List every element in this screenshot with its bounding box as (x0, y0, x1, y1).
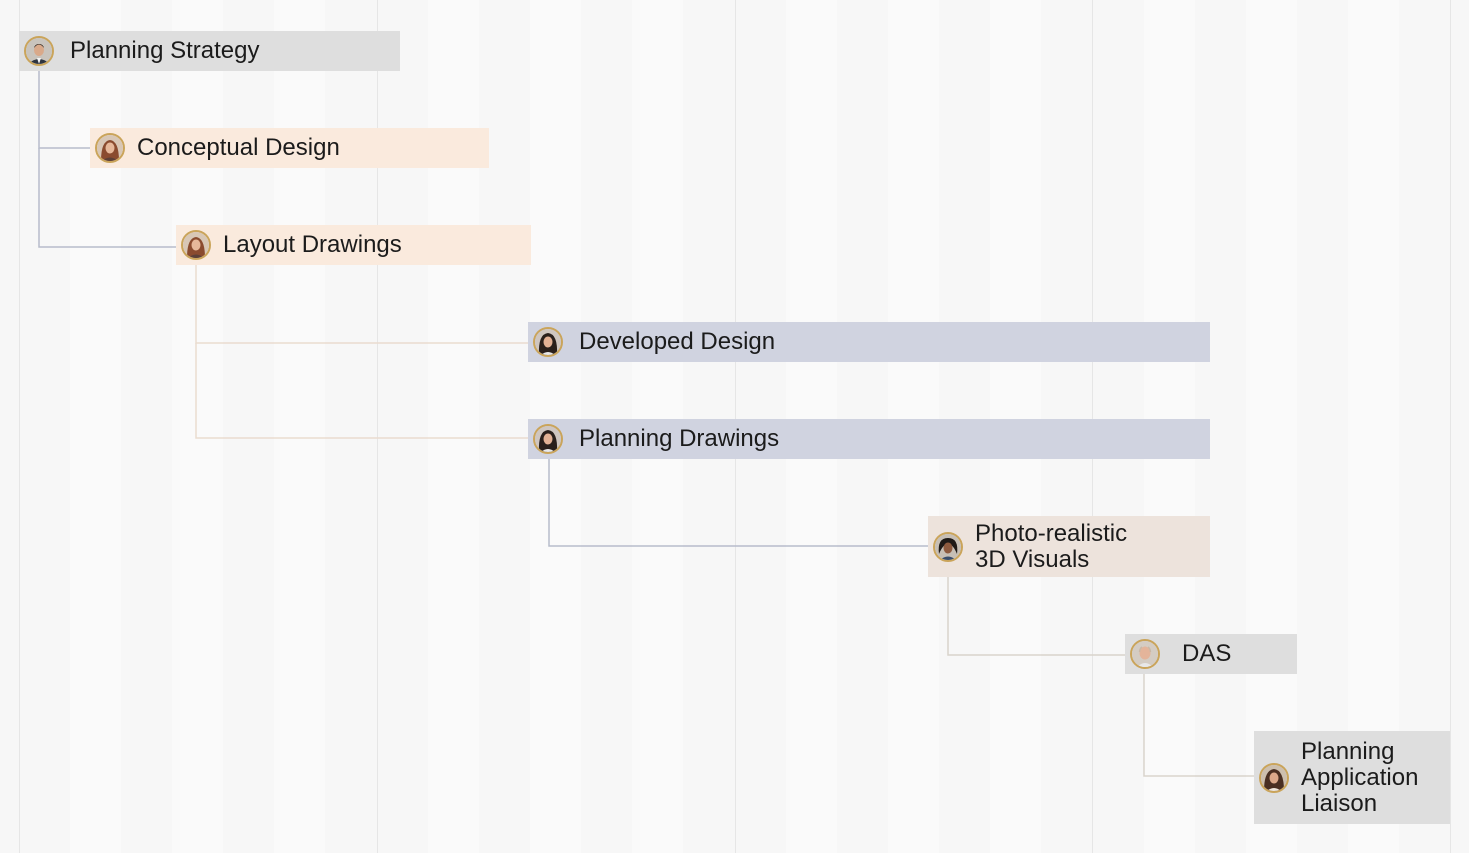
avatar-icon (95, 133, 125, 163)
connector-planning-to-visuals (548, 459, 928, 547)
gridline (1450, 0, 1451, 853)
task-bar-layout-drawings[interactable]: Layout Drawings (176, 225, 531, 265)
task-label: Conceptual Design (137, 134, 340, 161)
task-label: Planning Strategy (70, 37, 260, 64)
task-bar-planning-strategy[interactable]: Planning Strategy (19, 31, 400, 71)
task-label: Planning Application Liaison (1301, 737, 1419, 817)
avatar-icon (933, 531, 963, 562)
gridline (19, 0, 20, 853)
task-bar-das[interactable]: DAS (1125, 634, 1297, 674)
avatar-icon (533, 327, 563, 357)
task-bar-photo-3d-visuals[interactable]: Photo-realistic 3D Visuals (928, 516, 1210, 577)
avatar-icon (24, 36, 54, 66)
avatar-icon (1259, 762, 1289, 793)
column-stripe (1246, 0, 1297, 853)
task-label: Photo-realistic 3D Visuals (975, 519, 1128, 573)
avatar-icon (1130, 639, 1160, 669)
task-bar-developed-design[interactable]: Developed Design (528, 322, 1210, 362)
avatar-icon (181, 230, 211, 260)
task-label: Planning Drawings (579, 425, 780, 452)
avatar-icon (533, 424, 563, 454)
task-label: DAS (1182, 640, 1232, 667)
task-bar-planning-liaison[interactable]: Planning Application Liaison (1254, 731, 1450, 824)
task-bar-conceptual-design[interactable]: Conceptual Design (90, 128, 489, 168)
column-stripe (1348, 0, 1399, 853)
task-label: Layout Drawings (223, 231, 402, 258)
task-label: Developed Design (579, 328, 776, 355)
task-bar-planning-drawings[interactable]: Planning Drawings (528, 419, 1210, 459)
